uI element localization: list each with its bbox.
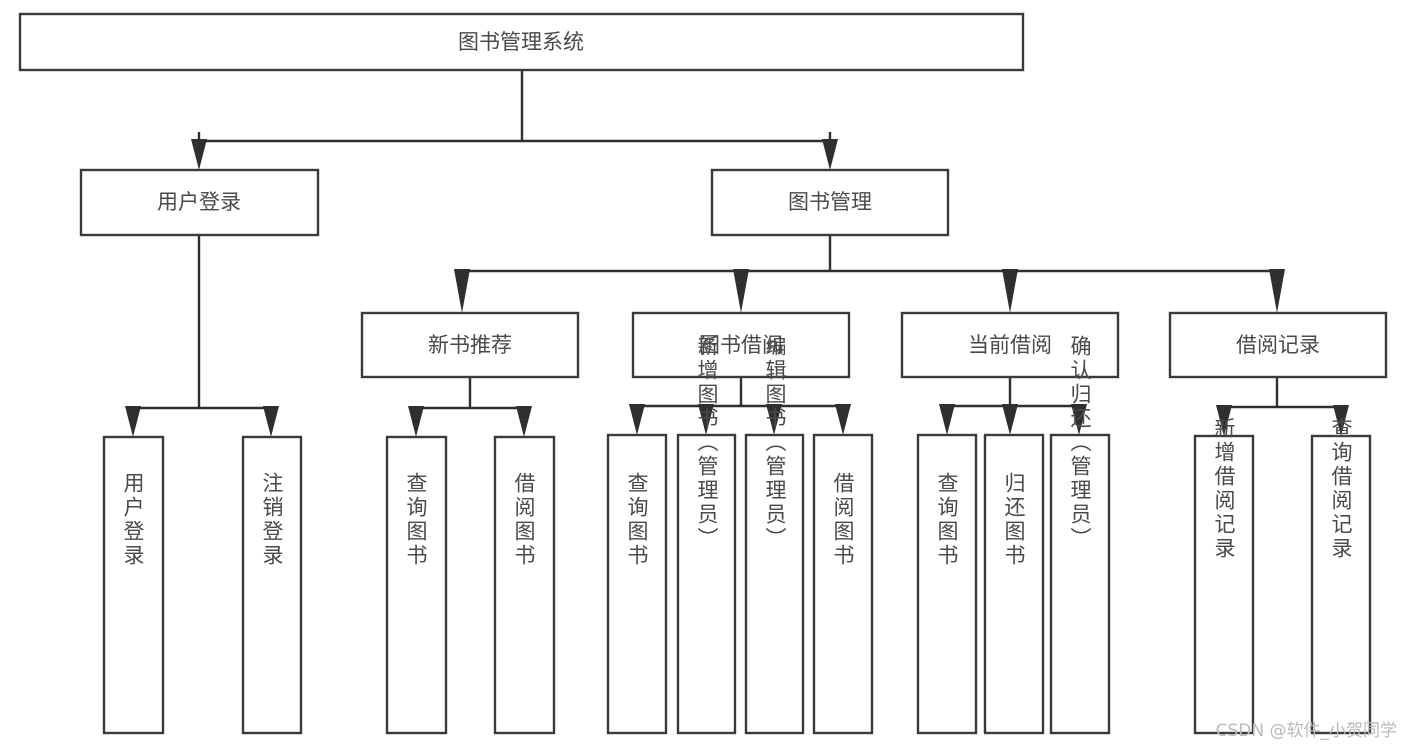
node-new-book-recommend-label: 新书推荐 bbox=[428, 333, 512, 357]
node-leaf-query-record[interactable]: 查询借阅记录 bbox=[1310, 417, 1372, 735]
node-new-book-recommend[interactable]: 新书推荐 bbox=[360, 311, 580, 379]
arrowhead-leaf-return-book bbox=[1002, 404, 1018, 435]
node-leaf-edit-book[interactable]: 编辑图书（管理员） bbox=[744, 335, 805, 735]
node-book-management-box[interactable] bbox=[710, 168, 950, 237]
node-leaf-borrow-book-2[interactable]: 借阅图书 bbox=[812, 433, 874, 735]
node-leaf-borrow-book-1[interactable]: 借阅图书 bbox=[493, 435, 556, 735]
arrowhead-leaf-add-book bbox=[698, 404, 714, 435]
node-current-borrow-label: 当前借阅 bbox=[968, 333, 1052, 357]
node-root-box[interactable] bbox=[18, 12, 1025, 72]
node-leaf-add-record-label: 新增借阅记录 bbox=[1212, 417, 1236, 561]
node-current-borrow[interactable]: 当前借阅 bbox=[900, 311, 1120, 379]
arrowhead-leaf-query-book-1 bbox=[408, 406, 424, 437]
node-book-management-label: 图书管理 bbox=[788, 190, 872, 214]
node-leaf-edit-book-label: 编辑图书（管理员） bbox=[763, 335, 787, 551]
node-current-borrow-box[interactable] bbox=[900, 311, 1120, 379]
arrowhead-leaf-query-book-3 bbox=[939, 404, 955, 435]
node-leaf-user-login-box[interactable] bbox=[102, 435, 165, 735]
node-leaf-user-login[interactable]: 用户登录 bbox=[102, 435, 165, 735]
arrowhead-leaf-add-record bbox=[1216, 405, 1232, 436]
node-leaf-query-book-3-label: 查询图书 bbox=[935, 472, 959, 568]
node-leaf-user-logout-box[interactable] bbox=[241, 435, 303, 735]
node-leaf-borrow-book-2-label: 借阅图书 bbox=[831, 472, 855, 568]
arrowhead-borrow-record bbox=[1269, 269, 1285, 313]
node-leaf-user-logout-label: 注销登录 bbox=[260, 472, 284, 568]
arrowhead-leaf-user-logout bbox=[263, 406, 279, 437]
arrowhead-leaf-user-login bbox=[125, 406, 141, 437]
node-leaf-add-book-label: 新增图书（管理员） bbox=[695, 335, 719, 551]
node-leaf-user-logout[interactable]: 注销登录 bbox=[241, 435, 303, 735]
node-book-management[interactable]: 图书管理 bbox=[710, 168, 950, 237]
node-leaf-borrow-book-2-box[interactable] bbox=[812, 433, 874, 735]
node-leaf-query-book-1-label: 查询图书 bbox=[404, 472, 428, 568]
node-book-borrow[interactable]: 图书借阅 bbox=[631, 311, 851, 379]
node-leaf-return-book-box[interactable] bbox=[983, 433, 1045, 735]
node-leaf-confirm-return-label: 确认归还（管理员） bbox=[1068, 335, 1092, 551]
arrowhead-book-borrow bbox=[733, 269, 749, 313]
node-leaf-query-book-1[interactable]: 查询图书 bbox=[385, 435, 448, 735]
arrowhead-leaf-borrow-book-1 bbox=[516, 406, 532, 437]
node-leaf-query-book-2-label: 查询图书 bbox=[625, 472, 649, 568]
arrowhead-leaf-borrow-book-2 bbox=[835, 404, 851, 435]
node-leaf-confirm-return-box[interactable] bbox=[1049, 433, 1111, 735]
arrowhead-current-borrow bbox=[1002, 269, 1018, 313]
node-leaf-confirm-return[interactable]: 确认归还（管理员） bbox=[1049, 335, 1111, 735]
arrowhead-leaf-query-record bbox=[1333, 405, 1349, 436]
node-leaf-query-book-2[interactable]: 查询图书 bbox=[606, 433, 668, 735]
node-leaf-query-book-2-box[interactable] bbox=[606, 433, 668, 735]
node-leaf-edit-book-box[interactable] bbox=[744, 433, 805, 735]
node-leaf-return-book[interactable]: 归还图书 bbox=[983, 433, 1045, 735]
node-root[interactable]: 图书管理系统 bbox=[18, 12, 1025, 72]
csdn-watermark: CSDN @软件_小贺同学 bbox=[1215, 721, 1397, 741]
node-leaf-user-login-label: 用户登录 bbox=[121, 472, 145, 568]
node-book-borrow-label: 图书借阅 bbox=[699, 333, 783, 357]
node-user-login-box[interactable] bbox=[79, 168, 320, 237]
node-leaf-borrow-book-1-box[interactable] bbox=[493, 435, 556, 735]
node-borrow-record-box[interactable] bbox=[1168, 311, 1388, 379]
node-leaf-add-book[interactable]: 新增图书（管理员） bbox=[676, 335, 737, 735]
node-new-book-recommend-box[interactable] bbox=[360, 311, 580, 379]
arrowhead-book-management bbox=[822, 139, 838, 170]
connector-layer bbox=[125, 70, 1349, 437]
node-borrow-record[interactable]: 借阅记录 bbox=[1168, 311, 1388, 379]
node-borrow-record-label: 借阅记录 bbox=[1236, 333, 1320, 357]
arrowhead-leaf-query-book-2 bbox=[629, 404, 645, 435]
node-leaf-add-record[interactable]: 新增借阅记录 bbox=[1193, 417, 1255, 735]
node-leaf-query-record-label: 查询借阅记录 bbox=[1329, 417, 1353, 561]
node-book-borrow-box[interactable] bbox=[631, 311, 851, 379]
node-leaf-query-book-3[interactable]: 查询图书 bbox=[916, 433, 978, 735]
node-leaf-borrow-book-1-label: 借阅图书 bbox=[512, 472, 536, 568]
node-root-label: 图书管理系统 bbox=[458, 30, 584, 54]
node-user-login[interactable]: 用户登录 bbox=[79, 168, 320, 237]
node-leaf-query-book-1-box[interactable] bbox=[385, 435, 448, 735]
node-leaf-add-record-box[interactable] bbox=[1193, 434, 1255, 735]
arrowhead-leaf-confirm-return bbox=[1071, 404, 1087, 435]
node-user-login-label: 用户登录 bbox=[157, 190, 241, 214]
node-leaf-return-book-label: 归还图书 bbox=[1002, 472, 1026, 568]
arrowhead-leaf-edit-book bbox=[766, 404, 782, 435]
node-leaf-query-record-box[interactable] bbox=[1310, 434, 1372, 735]
arrowhead-new-book-recommend bbox=[454, 269, 470, 313]
node-leaf-add-book-box[interactable] bbox=[676, 433, 737, 735]
node-leaf-query-book-3-box[interactable] bbox=[916, 433, 978, 735]
arrowhead-user-login bbox=[191, 139, 207, 170]
